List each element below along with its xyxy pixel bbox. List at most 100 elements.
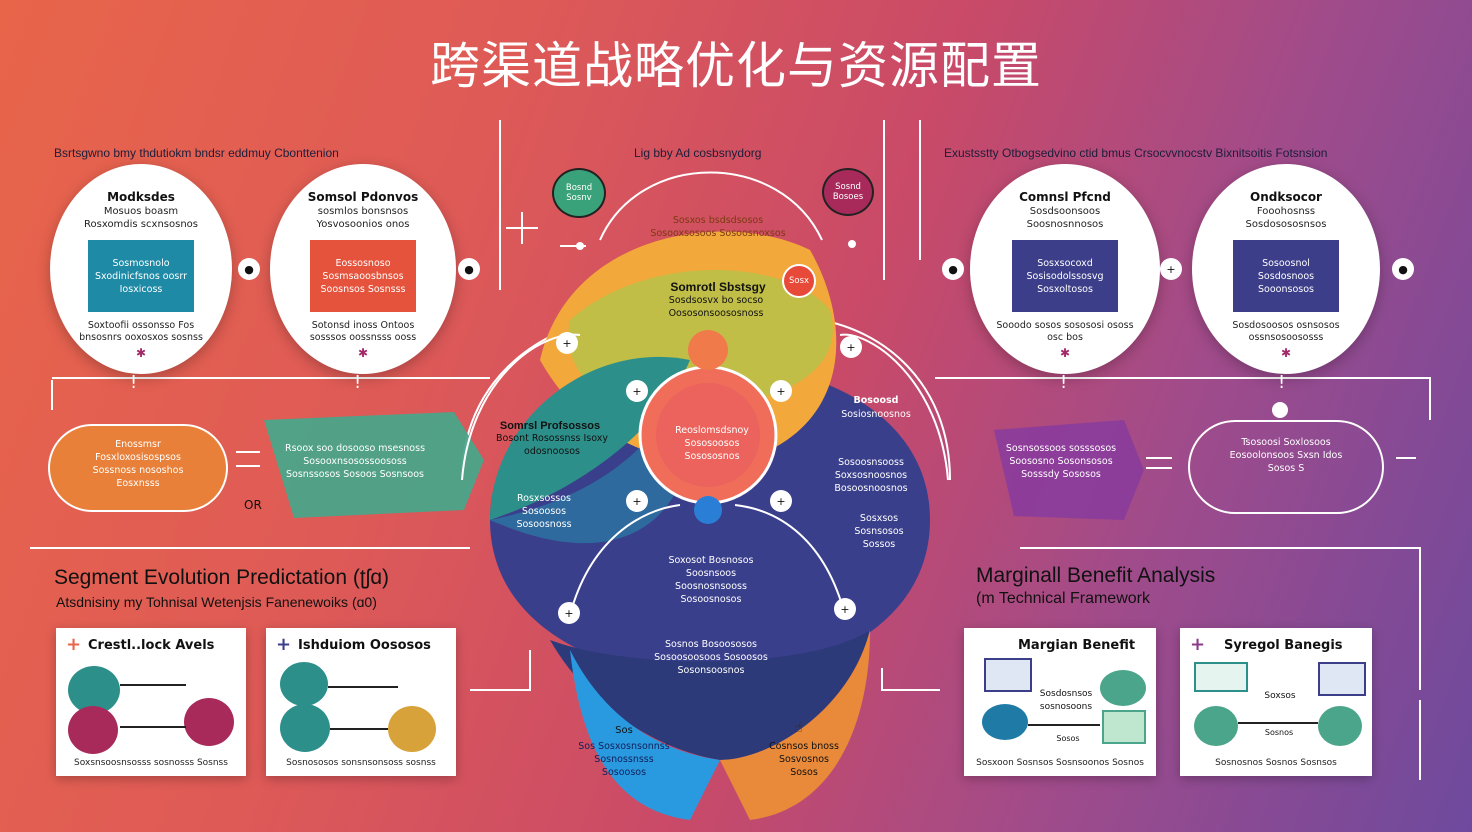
card-inner-text: Soxsos bbox=[1264, 691, 1296, 701]
arrow-line bbox=[1028, 724, 1100, 726]
node-subtitle: Fooohosnss bbox=[1256, 206, 1316, 217]
subheading-text: Atsdnisiny my Tohnisal Wetenjsis Fanenew… bbox=[56, 594, 349, 610]
node-title: Ondksocor bbox=[1250, 190, 1322, 204]
segment-evolution-heading: Segment Evolution Predictation (ʈʃɑ) bbox=[54, 566, 389, 590]
node-subtitle-2: Rosxomdis scxnsosnos bbox=[84, 219, 198, 230]
hand-icon: ☝ bbox=[794, 720, 803, 736]
card-inner-small: Sosnos bbox=[1264, 728, 1294, 737]
right-section-body-2: Sosxsos Sosnsosos Sossos bbox=[854, 513, 904, 550]
right-wedge-text: Sosnsossoos sosssosos Soososno Sosonsoso… bbox=[1005, 443, 1117, 480]
plus-node-icon[interactable]: + bbox=[770, 380, 792, 402]
small-dot: Sosx bbox=[782, 264, 816, 298]
blue-footer-text: Sos Sosxosnsonnss Sosnossnsss Sosoosos bbox=[578, 741, 670, 778]
document-icon bbox=[1102, 710, 1146, 744]
bottom-section-text: Sosnos Bosoososos Sosoosoosoos Sosoosos … bbox=[654, 639, 768, 676]
node-somsol-pdonvos[interactable]: Somsol Pdonvos sosmlos bonsnsos Yosvosoo… bbox=[270, 164, 456, 374]
blue-number: Sos bbox=[615, 725, 633, 736]
node-title: Comnsl Pfcnd bbox=[1019, 190, 1111, 204]
green-dot bbox=[1318, 706, 1362, 746]
node-ondksocor[interactable]: Ondksocor Fooohosnss Sosdosososnsos Soso… bbox=[1192, 164, 1380, 374]
marginal-benefit-subheading: (m Technical Framework bbox=[976, 590, 1150, 607]
node-comnsl-pfcnd[interactable]: Comnsl Pfcnd Sosdsoonsoos Soosnosnnosos … bbox=[970, 164, 1160, 374]
screen-icon bbox=[1194, 662, 1248, 692]
card-footer: Soxsnsoosnsosss sosnosss Sosnss bbox=[74, 758, 228, 768]
node-modksdes[interactable]: Modksdes Mosuos boasm Rosxomdis scxnsosn… bbox=[50, 164, 232, 374]
left-oval: Enossmsr Fosxloxosisospsos Sossnoss noso… bbox=[48, 424, 228, 512]
center-top-label: Lig bby Ad cosbsnydorg bbox=[634, 146, 762, 160]
left-section-title: Somrsl Profsossos bbox=[499, 420, 601, 432]
node-subtitle-2: Soosnosnnosos bbox=[1026, 219, 1104, 230]
crimson-dot bbox=[68, 706, 118, 754]
card-footer: Sosnosnos Sosnos Sosnsos bbox=[1215, 758, 1337, 768]
node-body: Sosdosoosos osnsosos ossnsosoososss bbox=[1232, 320, 1340, 343]
node-subtitle: sosmlos bonsnsos bbox=[317, 206, 409, 217]
node-box: Sosxsocoxd Sosisodolssosvg Sosxoltosos bbox=[1012, 240, 1118, 312]
exclamation-icon: ! bbox=[1278, 372, 1286, 393]
heading-text: Segment Evolution Predictation bbox=[54, 566, 348, 589]
teal-dot bbox=[280, 662, 328, 706]
card-title: Crestl..lock Avels bbox=[88, 638, 215, 653]
green-section-text: Sosdsosvx bo socso Oososonsoososnoss bbox=[668, 295, 764, 319]
right-wedge bbox=[994, 420, 1144, 520]
right-section-text: Sosiosnoosnos bbox=[841, 409, 911, 420]
arrow-line bbox=[1238, 722, 1318, 724]
exclamation-icon: ! bbox=[1060, 372, 1068, 393]
top-right-caption: Exustsstty Otbogsedvino ctid bmus Crsocv… bbox=[944, 146, 1328, 160]
segment-evolution-subheading: Atsdnisiny my Tohnisal Wetenjsis Fanenew… bbox=[56, 594, 377, 610]
link-node-icon[interactable]: ● bbox=[458, 258, 480, 280]
node-body: Sotonsd inoss Ontoos sosssos oossnsss oo… bbox=[309, 320, 417, 343]
plus-node-icon[interactable]: + bbox=[834, 598, 856, 620]
card-footer: Sosnososos sonsnsonsoss sosnss bbox=[286, 758, 436, 768]
card-title: Ishduiom Oososos bbox=[298, 638, 431, 653]
card-margian-benefit[interactable]: Margian Benefit Sosdosnsos sosnosoons So… bbox=[964, 628, 1156, 776]
exclamation-icon: ! bbox=[130, 372, 138, 393]
link-node-icon[interactable]: ● bbox=[1392, 258, 1414, 280]
left-section-text: Bosont Rosossnss Isoxy odosnoosos bbox=[496, 433, 608, 457]
card-inner-text: Sosdosnsos sosnosoons bbox=[1039, 689, 1093, 712]
arrow-line bbox=[120, 684, 186, 686]
plus-node-icon[interactable]: + bbox=[626, 490, 648, 512]
link-node-icon[interactable]: ● bbox=[238, 258, 260, 280]
lower-section-text: Soxosot Bosnosos Soosnsoos Soosnosnsooss… bbox=[668, 555, 754, 605]
or-label: OR bbox=[244, 498, 262, 512]
yellow-section-text: Sosxos bsdsdsosos Sosooxsosoos Sosoosnox… bbox=[650, 215, 786, 239]
blue-dot bbox=[982, 704, 1028, 740]
left-wedge-text: Rsoox soo dosooso msesnoss Sosooxnsososs… bbox=[284, 443, 426, 480]
oval-text: Enossmsr Fosxloxosisospsos Sossnoss noso… bbox=[92, 439, 184, 489]
core-text: Reoslomsdsnoy Sososoosos Sosososnos bbox=[675, 425, 749, 462]
plus-node-icon[interactable]: + bbox=[840, 336, 862, 358]
card-footer: Sosxoon Sosnsos Sosnsoonos Sosnos bbox=[976, 758, 1144, 768]
plus-node-icon[interactable]: + bbox=[556, 332, 578, 354]
plus-icon: + bbox=[66, 634, 82, 655]
node-subtitle-2: Sosdosososnsos bbox=[1245, 219, 1327, 230]
heading-suffix: (ʈʃɑ) bbox=[352, 566, 390, 589]
arrow-line bbox=[330, 728, 388, 730]
card-ishduiom[interactable]: + Ishduiom Oososos Sosnososos sonsnsonso… bbox=[266, 628, 456, 776]
exclamation-icon: ! bbox=[354, 372, 362, 393]
left-wedge bbox=[264, 412, 484, 518]
right-section-title: Bosoosd bbox=[853, 395, 899, 406]
node-box: Sosmosnolo Sxodinicfsnos oosrr Iosxicoss bbox=[88, 240, 194, 312]
crimson-dot bbox=[184, 698, 234, 746]
card-inner-small: Sosos bbox=[1056, 734, 1080, 743]
card-title: Syregol Banegis bbox=[1224, 638, 1343, 653]
left-badge[interactable]: Bosnd Sosnv bbox=[552, 168, 606, 218]
card-crest-lock[interactable]: + Crestl..lock Avels Soxsnsoosnsosss sos… bbox=[56, 628, 246, 776]
node-box: Eossosnoso Sosmsaoosbnsos Soosnsos Sosns… bbox=[310, 240, 416, 312]
plus-node-icon[interactable]: + bbox=[558, 602, 580, 624]
card-title: Margian Benefit bbox=[1018, 638, 1136, 653]
plus-node-icon[interactable]: + bbox=[770, 490, 792, 512]
right-badge[interactable]: Sosnd Bosoes bbox=[822, 168, 874, 216]
puzzle-icon: ✱ bbox=[135, 346, 147, 360]
screen-icon bbox=[984, 658, 1032, 692]
node-subtitle: Mosuos boasm bbox=[103, 206, 179, 217]
left-section-body: Rosxsossos Sosoosos Sosoosnoss bbox=[516, 493, 572, 530]
link-node-icon[interactable]: + bbox=[1160, 258, 1182, 280]
plus-icon: + bbox=[1190, 634, 1206, 655]
plus-node-icon[interactable]: + bbox=[626, 380, 648, 402]
card-syregol-banegis[interactable]: + Syregol Banegis Soxsos Sosnos Sosnosno… bbox=[1180, 628, 1372, 776]
arrow-line bbox=[120, 726, 186, 728]
link-node-icon[interactable]: ● bbox=[942, 258, 964, 280]
puzzle-icon: ✱ bbox=[1059, 346, 1071, 360]
oval-text: Tsosoosi Soxlosoos Eosoolonsoos Sxsn Ido… bbox=[1229, 437, 1343, 474]
